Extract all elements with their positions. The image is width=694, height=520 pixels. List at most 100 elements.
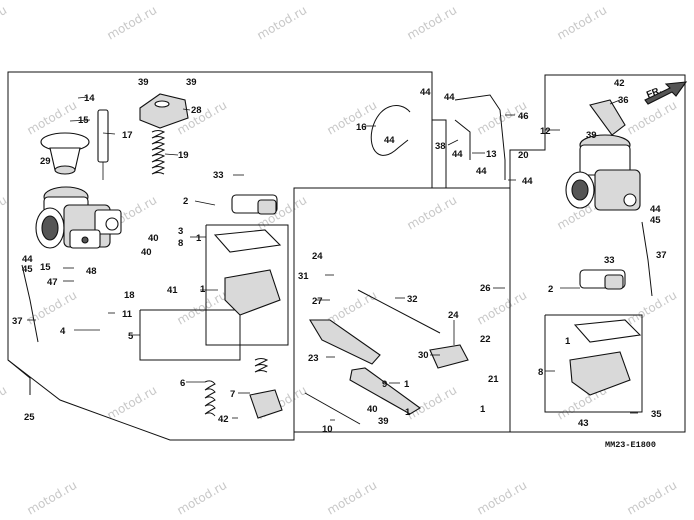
watermark-text: motod.ru xyxy=(405,193,460,233)
callout-33-b: 33 xyxy=(604,255,615,266)
callout-19: 19 xyxy=(178,150,189,161)
watermark-text: motod.ru xyxy=(175,478,230,518)
callout-18: 18 xyxy=(124,290,135,301)
hose-16-drawing xyxy=(370,105,411,156)
callout-44-g: 44 xyxy=(522,176,533,187)
hose-37-right-drawing xyxy=(641,221,653,297)
callout-17: 17 xyxy=(122,130,133,141)
callout-40-b: 40 xyxy=(141,247,152,258)
watermark-text: motod.ru xyxy=(0,383,9,423)
callout-42-a: 42 xyxy=(218,414,229,425)
watermark-text: motod.ru xyxy=(25,478,80,518)
diagram-code: MM23-E1800 xyxy=(605,440,656,450)
bracket-36-drawing xyxy=(589,99,626,136)
callout-1-a: 1 xyxy=(196,233,202,244)
callout-labels: 14 15 17 19 28 29 39 39 33 2 3 8 1 1 40 … xyxy=(12,77,667,450)
group-boundaries xyxy=(7,71,686,441)
callout-44-a: 44 xyxy=(22,254,33,265)
carburetor-left-drawing xyxy=(35,186,122,249)
callout-3: 3 xyxy=(178,226,183,237)
direction-label: FR. xyxy=(645,85,663,101)
callout-21: 21 xyxy=(488,374,499,385)
callout-1-d: 1 xyxy=(405,407,411,418)
callout-1-f: 1 xyxy=(565,336,571,347)
watermark-text: motod.ru xyxy=(255,3,310,43)
link-plate-27-drawing xyxy=(309,319,381,365)
callout-8-a: 8 xyxy=(178,238,183,249)
callout-39-c: 39 xyxy=(378,416,389,427)
watermark-text: motod.ru xyxy=(555,3,610,43)
rod-10-drawing xyxy=(304,392,361,425)
callout-12: 12 xyxy=(540,126,551,137)
watermark-text: motod.ru xyxy=(25,98,80,138)
callout-2-b: 2 xyxy=(548,284,553,295)
watermark-text: motod.ru xyxy=(25,288,80,328)
callout-44-h: 44 xyxy=(650,204,661,215)
callout-5: 5 xyxy=(128,331,134,342)
callout-31: 31 xyxy=(298,271,309,282)
callout-35: 35 xyxy=(651,409,662,420)
hose-46-drawing xyxy=(454,94,506,180)
callout-6: 6 xyxy=(180,378,185,389)
callout-1-b: 1 xyxy=(200,284,206,295)
callout-44-d: 44 xyxy=(444,92,455,103)
rod-32-drawing xyxy=(357,289,441,334)
top-cover-28-drawing xyxy=(139,93,189,129)
callout-15: 15 xyxy=(78,115,89,126)
needle-17-drawing xyxy=(97,109,109,180)
diaphragm-29-drawing xyxy=(40,132,90,175)
callout-16: 16 xyxy=(356,122,367,133)
callout-40-a: 40 xyxy=(148,233,159,244)
callout-20: 20 xyxy=(518,150,529,161)
callout-33-a: 33 xyxy=(213,170,224,181)
callout-44-b: 44 xyxy=(384,135,395,146)
callout-45-b: 45 xyxy=(650,215,661,226)
hose-13-drawing xyxy=(454,119,471,160)
callout-4: 4 xyxy=(60,326,66,337)
fr-arrow-icon xyxy=(644,81,688,105)
callout-44-e: 44 xyxy=(452,149,463,160)
parts-drawings xyxy=(21,81,688,425)
callout-25: 25 xyxy=(24,412,35,423)
callout-1-e: 1 xyxy=(480,404,486,415)
callout-39-b: 39 xyxy=(186,77,197,88)
callout-13: 13 xyxy=(486,149,497,160)
callout-30: 30 xyxy=(418,350,429,361)
callout-8-b: 8 xyxy=(538,367,543,378)
callout-44-f: 44 xyxy=(476,166,487,177)
callout-23: 23 xyxy=(308,353,319,364)
link-30-drawing xyxy=(429,344,469,369)
callout-44-c: 44 xyxy=(420,87,431,98)
callout-45-a: 45 xyxy=(22,264,33,275)
callout-43: 43 xyxy=(578,418,589,429)
watermark-text: motod.ru xyxy=(625,98,680,138)
hose-37-left-drawing xyxy=(21,264,39,343)
callout-42-b: 42 xyxy=(614,78,625,89)
watermark-text: motod.ru xyxy=(405,3,460,43)
spring-19-drawing xyxy=(151,130,166,175)
callout-47: 47 xyxy=(47,277,58,288)
callout-22: 22 xyxy=(480,334,491,345)
callout-48: 48 xyxy=(86,266,97,277)
callout-10: 10 xyxy=(322,424,333,435)
callout-24-b: 24 xyxy=(448,310,459,321)
watermark-text: motod.ru xyxy=(475,478,530,518)
callout-39-d: 39 xyxy=(586,130,597,141)
callout-9: 9 xyxy=(382,379,387,390)
callout-27: 27 xyxy=(312,296,323,307)
callout-24-a: 24 xyxy=(312,251,323,262)
watermark-text: motod.ru xyxy=(325,478,380,518)
callout-39-a: 39 xyxy=(138,77,149,88)
watermark-layer: motod.ru motod.ru motod.ru motod.ru motod.ru… xyxy=(0,3,679,518)
leader-lines xyxy=(27,96,638,421)
float-chamber-left-drawing xyxy=(213,194,282,316)
spring-6-drawing xyxy=(204,380,216,417)
callout-29: 29 xyxy=(40,156,51,167)
callout-7: 7 xyxy=(230,389,235,400)
callout-14: 14 xyxy=(84,93,95,104)
link-plate-9-drawing xyxy=(349,367,421,415)
accelerator-pump-7-drawing xyxy=(249,358,283,419)
callout-32: 32 xyxy=(407,294,418,305)
callout-15-b: 15 xyxy=(40,262,51,273)
